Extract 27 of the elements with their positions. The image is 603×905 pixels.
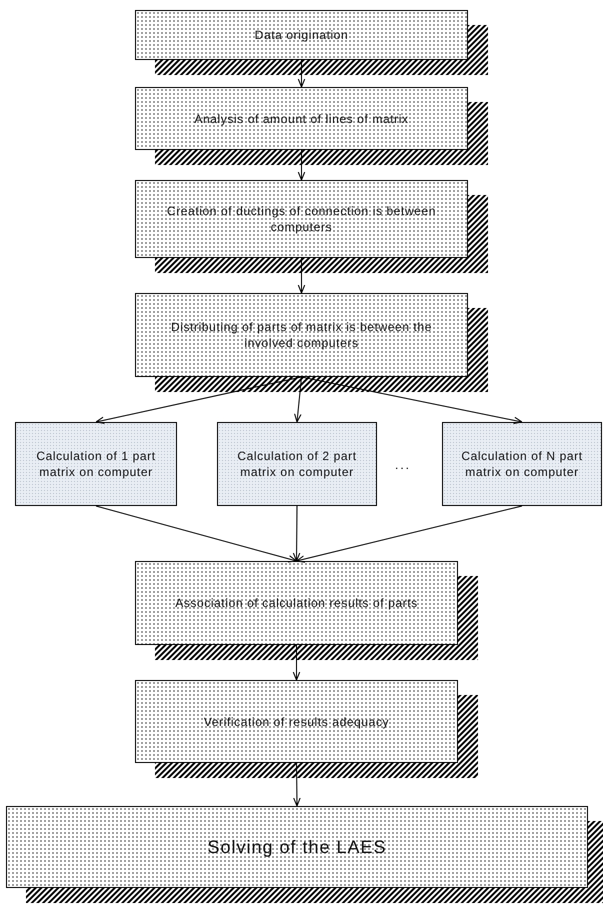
step-text: Solving of the LAES <box>207 839 387 855</box>
step-text: Calculation of N part matrix on computer <box>460 448 584 480</box>
arrow <box>301 376 523 424</box>
step-box <box>6 806 588 888</box>
step-box <box>135 87 468 150</box>
step-text: Analysis of amount of lines of matrix <box>194 110 409 126</box>
arrow <box>292 506 300 562</box>
step-box <box>135 10 468 60</box>
arrow <box>294 376 302 423</box>
step-text: Association of calculation results of parts <box>175 595 418 611</box>
step-text: Distributing of parts of matrix is between the involved computers <box>170 319 434 351</box>
process-box <box>442 422 602 506</box>
step-text: Data origination <box>254 27 348 43</box>
step-box <box>135 680 458 763</box>
step-text: Calculation of 1 part matrix on computer <box>35 448 157 480</box>
ellipsis-text: ... <box>395 458 412 472</box>
arrow <box>296 506 522 563</box>
step-text: Calculation of 2 part matrix on computer <box>236 448 358 480</box>
step-box <box>135 180 468 258</box>
process-box <box>217 422 377 506</box>
process-box <box>15 422 177 506</box>
step-text: Verification of results adequacy <box>204 714 390 730</box>
step-text: Creation of ductings of connection is between computers <box>166 203 438 235</box>
step-box <box>135 561 458 645</box>
step-box <box>135 293 468 377</box>
arrow <box>96 506 298 562</box>
arrow <box>95 376 302 424</box>
